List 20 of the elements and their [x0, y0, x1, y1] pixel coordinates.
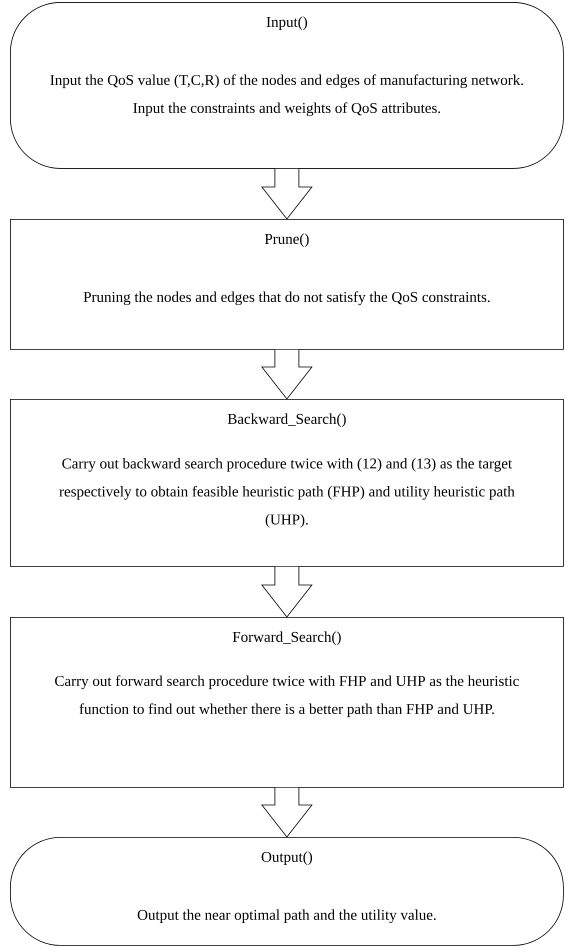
description: Pruning the nodes and edges that do not satisfy the QoS constraints.: [84, 291, 490, 306]
heading: Input(): [266, 16, 308, 30]
block-arrow: [261, 566, 313, 618]
description: Carry out forward search procedure twice with FHP and UHP as the heuristic function to find out whether there is a better path than FHP and UHP.: [55, 675, 519, 718]
heading: Backward_Search(): [228, 413, 346, 428]
process-box: [10, 219, 564, 350]
description: Carry out backward search procedure twice with (12) and (13) as the target respectively to obtain feasible heuristic path (FHP) and utility heuristic path (UHP).: [59, 458, 515, 528]
block-arrow: [261, 787, 313, 838]
heading: Prune(): [264, 233, 309, 248]
heading: Output(): [262, 851, 312, 865]
description: Output the near optimal path and the utility value.: [138, 909, 436, 924]
heading: Forward_Search(): [232, 631, 341, 646]
terminal-box: [10, 837, 564, 946]
process-box: [10, 617, 564, 788]
description: Input the QoS value (T,C,R) of the nodes and edges of manufacturing network.: [50, 74, 524, 88]
description: Input the constraints and weights of QoS attributes.: [133, 102, 440, 116]
block-arrow: [261, 349, 313, 400]
block-arrow: [261, 168, 313, 220]
terminal-box: [10, 2, 564, 169]
process-box: [10, 399, 564, 567]
